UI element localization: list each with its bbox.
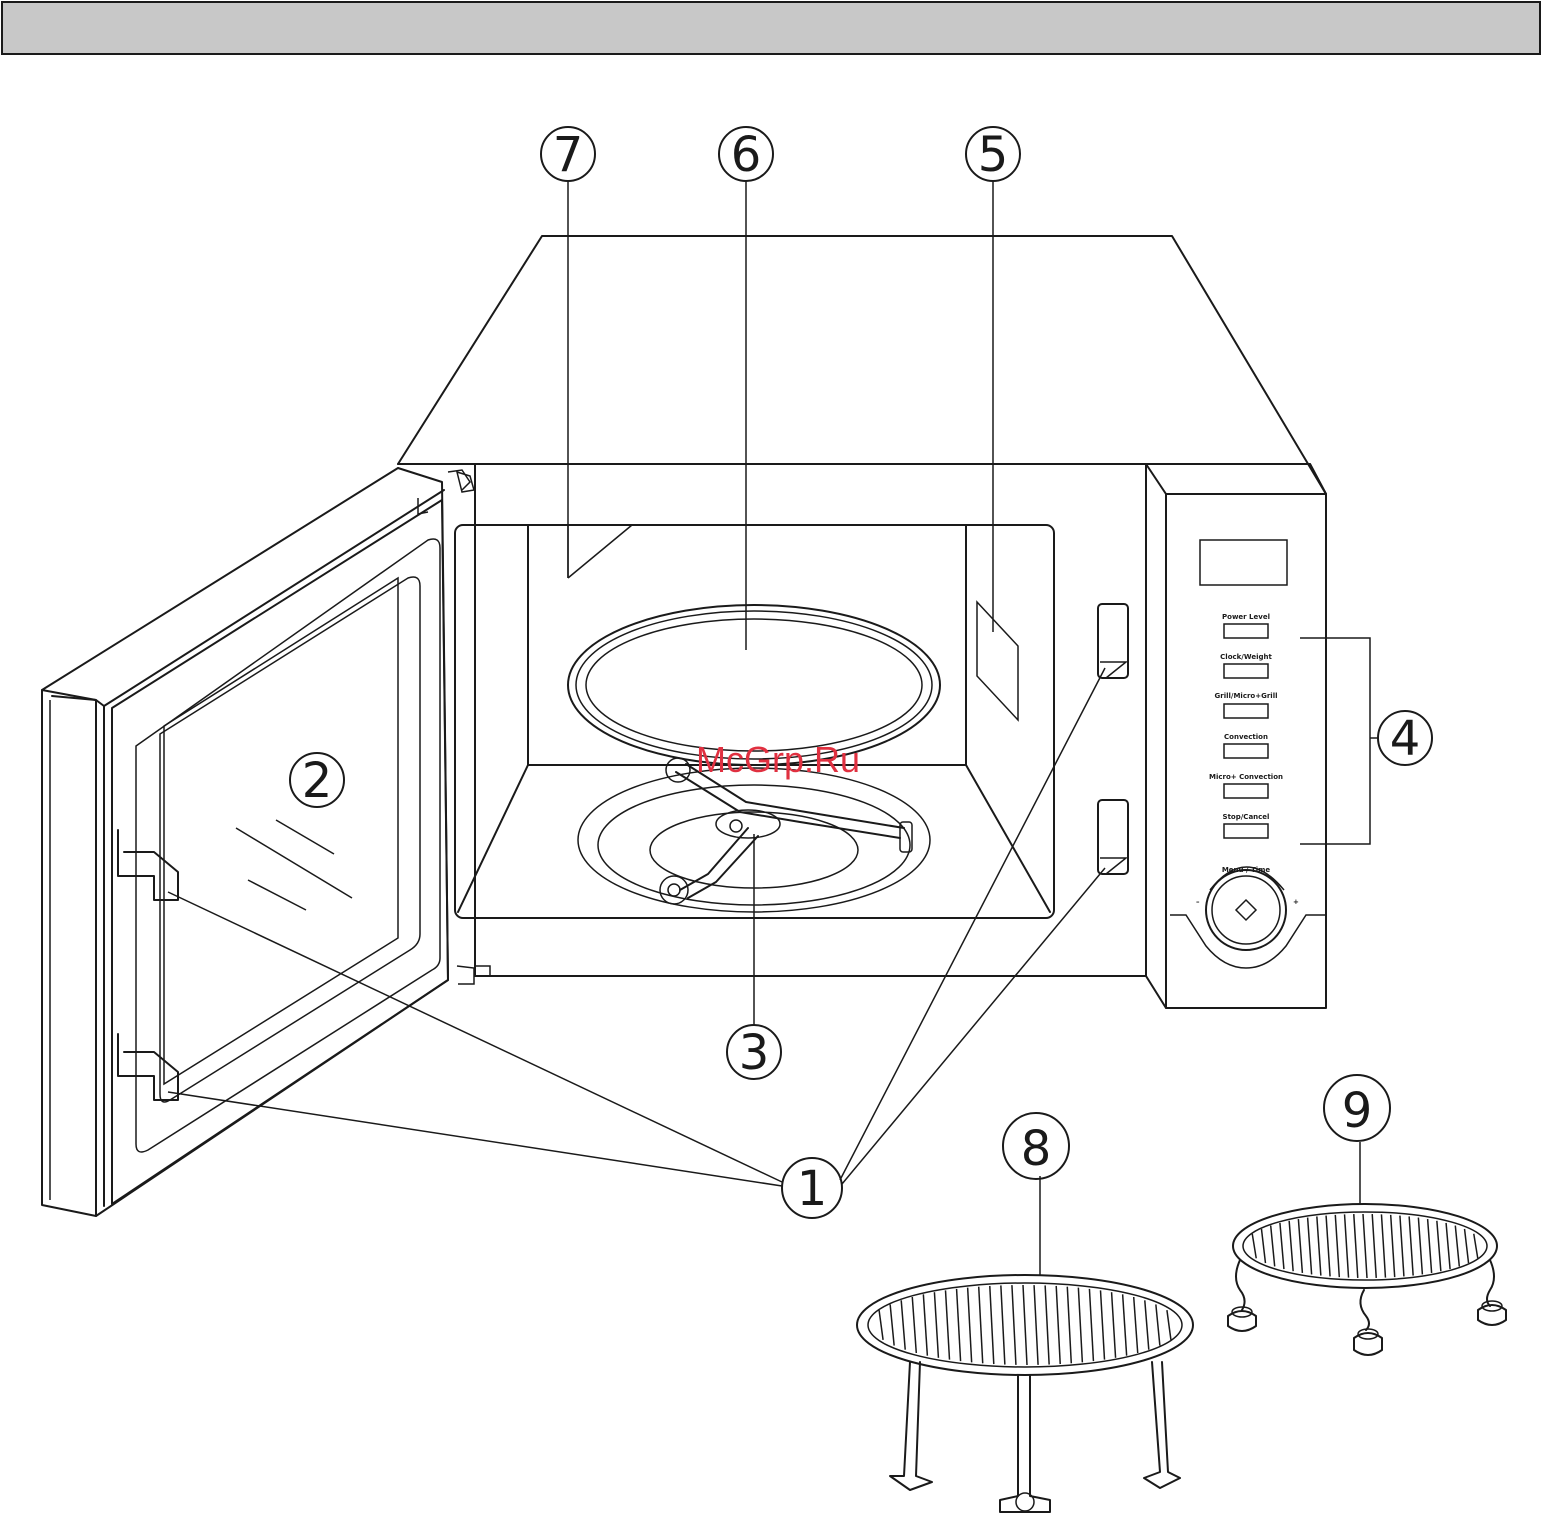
rack-bar bbox=[890, 1304, 894, 1345]
callout-1: 1 bbox=[782, 1158, 842, 1218]
rack-bar bbox=[1455, 1226, 1459, 1267]
rack-bar bbox=[879, 1310, 883, 1340]
rack-bar bbox=[968, 1288, 972, 1363]
rack-bar bbox=[1326, 1216, 1330, 1277]
rack-bar bbox=[957, 1289, 961, 1361]
rack-bar bbox=[1067, 1287, 1071, 1364]
callout-8: 8 bbox=[1003, 1113, 1069, 1179]
rack-bar bbox=[1261, 1229, 1265, 1263]
svg-text:4: 4 bbox=[1390, 711, 1421, 767]
callout-5: 5 bbox=[966, 127, 1020, 183]
btn-label-clock-weight: Clock/Weight bbox=[1220, 653, 1272, 661]
rack-bar bbox=[1446, 1223, 1450, 1269]
leader-lines bbox=[168, 180, 1378, 1276]
rack-bar bbox=[1363, 1214, 1367, 1278]
svg-text:1: 1 bbox=[797, 1161, 828, 1217]
svg-text:6: 6 bbox=[731, 127, 762, 183]
rack-bar bbox=[1023, 1285, 1027, 1365]
rack-bar bbox=[1308, 1218, 1312, 1275]
rack-bar bbox=[979, 1287, 983, 1364]
callout-9: 9 bbox=[1324, 1075, 1390, 1141]
rack-bar bbox=[1428, 1219, 1432, 1273]
rack-bar bbox=[1437, 1221, 1441, 1271]
rack-bar bbox=[1335, 1215, 1339, 1277]
rack-bar bbox=[1123, 1294, 1127, 1355]
rack-bar bbox=[1271, 1226, 1275, 1267]
callout-6: 6 bbox=[719, 127, 773, 183]
rack-bar bbox=[1078, 1288, 1082, 1363]
rack-bar bbox=[1034, 1285, 1038, 1365]
microwave-body bbox=[398, 236, 1326, 1008]
rack-bar bbox=[1391, 1215, 1395, 1277]
rack-bar bbox=[1145, 1300, 1149, 1349]
rack-bar bbox=[1372, 1214, 1376, 1278]
rack-bar bbox=[1134, 1297, 1138, 1353]
svg-text:5: 5 bbox=[978, 127, 1009, 183]
watermark: McGrp.Ru bbox=[696, 739, 860, 780]
oven-cavity bbox=[455, 472, 1128, 984]
rack-bar bbox=[1012, 1285, 1016, 1365]
svg-text:2: 2 bbox=[302, 753, 333, 809]
rack-bar bbox=[1474, 1234, 1478, 1259]
rack-bar bbox=[923, 1294, 927, 1355]
rack-bar bbox=[1418, 1218, 1422, 1275]
rack-bar bbox=[901, 1300, 905, 1349]
dial-plus: + bbox=[1293, 898, 1299, 906]
oven-door bbox=[42, 468, 470, 1216]
high-rack bbox=[857, 1275, 1193, 1512]
btn-label-stop-cancel: Stop/Cancel bbox=[1223, 813, 1270, 821]
rack-bar bbox=[1317, 1216, 1321, 1275]
rack-bar bbox=[1354, 1214, 1358, 1278]
rack-bar bbox=[946, 1290, 950, 1359]
control-panel: Power Level Clock/Weight Grill/Micro+Gri… bbox=[1170, 540, 1326, 968]
rack-bar bbox=[1409, 1216, 1413, 1275]
svg-text:7: 7 bbox=[553, 127, 584, 183]
rack-bar bbox=[1101, 1290, 1105, 1359]
rack-bar bbox=[1280, 1223, 1284, 1269]
svg-text:9: 9 bbox=[1342, 1083, 1373, 1139]
rack-bar bbox=[1345, 1214, 1349, 1277]
rack-bar bbox=[1400, 1216, 1404, 1277]
btn-label-grill: Grill/Micro+Grill bbox=[1215, 692, 1278, 700]
rack-bar bbox=[1289, 1221, 1293, 1271]
rack-bar bbox=[1167, 1310, 1171, 1340]
rack-bar bbox=[990, 1286, 994, 1364]
btn-label-micro-convection: Micro+ Convection bbox=[1209, 773, 1283, 781]
callout-3: 3 bbox=[727, 1025, 781, 1081]
btn-label-convection: Convection bbox=[1224, 733, 1268, 741]
rack-bar bbox=[1465, 1229, 1469, 1263]
rack-bar bbox=[1089, 1289, 1093, 1361]
rack-bar bbox=[912, 1297, 916, 1353]
rack-bar bbox=[1252, 1234, 1256, 1259]
rack-bar bbox=[1056, 1286, 1060, 1364]
callout-7: 7 bbox=[541, 127, 595, 183]
rack-bar bbox=[1156, 1304, 1160, 1345]
dial-minus: – bbox=[1196, 898, 1200, 906]
rack-bar bbox=[1001, 1285, 1005, 1364]
svg-text:8: 8 bbox=[1021, 1121, 1052, 1177]
rack-bar bbox=[1045, 1285, 1049, 1364]
rack-bar bbox=[1381, 1214, 1385, 1277]
rack-bar bbox=[1112, 1292, 1116, 1358]
svg-text:3: 3 bbox=[739, 1025, 770, 1081]
low-rack bbox=[1228, 1204, 1506, 1355]
btn-label-power-level: Power Level bbox=[1222, 613, 1270, 621]
callout-4: 4 bbox=[1378, 711, 1432, 767]
callout-2: 2 bbox=[290, 753, 344, 809]
rack-bar bbox=[934, 1292, 938, 1358]
rack-bar bbox=[1298, 1219, 1302, 1273]
